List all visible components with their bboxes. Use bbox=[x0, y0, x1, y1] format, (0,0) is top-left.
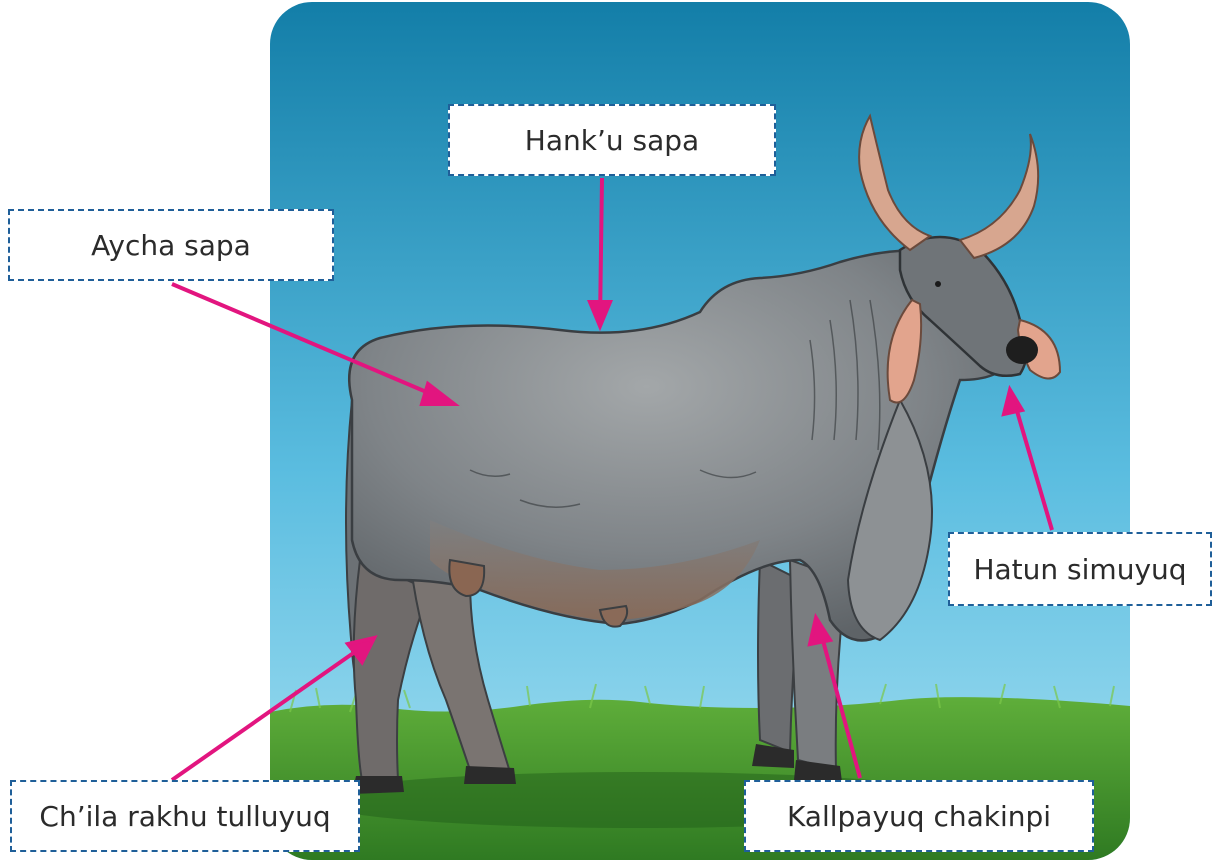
cow-nose bbox=[1006, 336, 1038, 364]
label-body-text: Aycha sapa bbox=[91, 229, 251, 262]
label-hind-leg: Ch’ila rakhu tulluyuq bbox=[10, 780, 360, 852]
label-neck-text: Hatun simuyuq bbox=[973, 553, 1186, 586]
label-back: Hank’u sapa bbox=[448, 104, 776, 176]
label-front-leg: Kallpayuq chakinpi bbox=[744, 780, 1094, 852]
label-back-text: Hank’u sapa bbox=[525, 124, 699, 157]
label-body: Aycha sapa bbox=[8, 209, 334, 281]
label-hind-leg-text: Ch’ila rakhu tulluyuq bbox=[39, 800, 330, 833]
label-front-leg-text: Kallpayuq chakinpi bbox=[787, 800, 1051, 833]
cow-eye bbox=[935, 281, 941, 287]
label-neck: Hatun simuyuq bbox=[948, 532, 1212, 606]
